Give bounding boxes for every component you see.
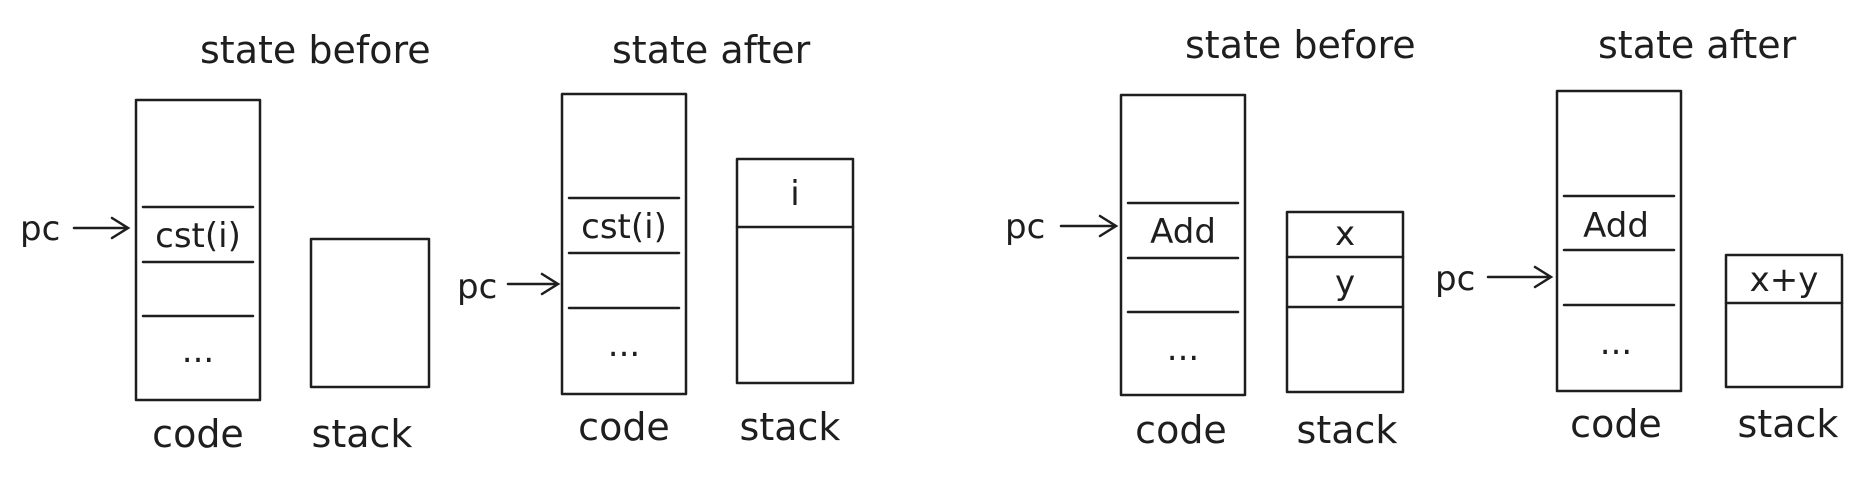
right-after-stack-box xyxy=(1724,253,1844,389)
left-after-code-cell: cst(i) xyxy=(581,207,667,247)
right-before-code-cell: Add xyxy=(1150,212,1216,252)
right-before-pc-label: pc xyxy=(1005,207,1045,247)
left-before-pc-arrowhead-icon xyxy=(110,216,131,240)
right-after-pc-arrowhead-icon xyxy=(1533,265,1554,289)
left-before-stack-label: stack xyxy=(312,412,413,456)
right-before-code-box xyxy=(1119,93,1247,397)
left-before-code-cell: ... xyxy=(182,331,214,371)
left-after-code-cell: ... xyxy=(608,325,640,365)
right-after-panel: state after Add ... pc x+y code stack xyxy=(1435,23,1844,446)
right-before-stack-label: stack xyxy=(1297,408,1398,452)
right-after-stack-cell: x+y xyxy=(1750,260,1819,300)
right-after-code-box xyxy=(1555,89,1683,393)
right-after-stack-label: stack xyxy=(1738,402,1839,446)
right-before-stack-box xyxy=(1285,210,1405,394)
left-before-code-cell: cst(i) xyxy=(155,216,241,256)
left-after-pc-arrowhead-icon xyxy=(540,272,561,296)
right-before-pc-arrowhead-icon xyxy=(1098,214,1119,238)
right-after-code-cell: ... xyxy=(1600,323,1632,363)
right-before-title: state before xyxy=(1185,23,1416,67)
left-after-code-label: code xyxy=(578,405,670,449)
right-before-code-cell: ... xyxy=(1167,329,1199,369)
right-before-code-label: code xyxy=(1135,408,1227,452)
left-before-code-label: code xyxy=(152,412,244,456)
left-after-panel: state after cst(i) ... pc i code stack xyxy=(457,28,855,449)
left-after-stack-label: stack xyxy=(740,405,841,449)
right-after-code-cell: Add xyxy=(1583,206,1649,246)
left-after-stack-box xyxy=(735,157,855,385)
left-before-panel: state before cst(i) ... pc code stack xyxy=(20,28,431,456)
right-before-panel: state before Add ... pc x y code stack xyxy=(1005,23,1416,452)
right-after-code-label: code xyxy=(1570,402,1662,446)
right-before-stack-cell: x xyxy=(1335,214,1355,254)
right-after-title: state after xyxy=(1598,23,1797,67)
left-after-stack-cell: i xyxy=(790,174,799,214)
left-after-pc-label: pc xyxy=(457,267,497,307)
left-before-stack-box xyxy=(309,237,431,389)
right-before-stack-cell: y xyxy=(1335,263,1355,303)
right-after-pc-label: pc xyxy=(1435,259,1475,299)
left-before-code-box xyxy=(134,98,262,402)
left-after-code-box xyxy=(560,92,688,396)
left-before-title: state before xyxy=(200,28,431,72)
left-after-title: state after xyxy=(612,28,811,72)
left-before-pc-label: pc xyxy=(20,209,60,249)
